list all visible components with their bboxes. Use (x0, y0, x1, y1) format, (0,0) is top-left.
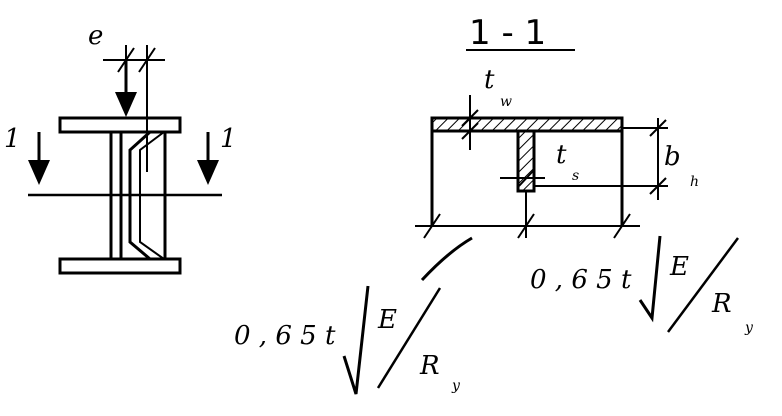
formula-right-den-sub: y (744, 320, 754, 336)
formula-left: 0 , 6 5 t E R y (234, 285, 461, 395)
ts-label: t (556, 140, 567, 170)
formula-right-num: E (669, 252, 689, 282)
bottom-tick-1 (423, 213, 441, 239)
eccentricity-label: e (88, 21, 103, 51)
formula-right-radical (638, 235, 662, 323)
stiffener-hatched (516, 129, 536, 193)
bottom-tick-3 (613, 213, 631, 239)
formula-right: 0 , 6 5 t E R y (530, 235, 754, 336)
leader-stroke (420, 236, 473, 282)
beam-elevation (28, 45, 222, 275)
section-mark-right: 1 (220, 124, 237, 154)
formula-right-coef: 0 , 6 5 t (530, 265, 632, 295)
formula-right-slash (666, 237, 740, 333)
section-1-1 (415, 95, 668, 282)
formula-right-den: R (711, 289, 732, 319)
section-title: 1 - 1 (469, 13, 546, 53)
section-arrow-right-head (197, 160, 219, 185)
section-mark-left: 1 (4, 124, 21, 154)
bh-tick-2 (649, 177, 667, 195)
ts-tick (518, 169, 535, 187)
formula-left-slash (376, 287, 442, 389)
formula-left-radical (342, 285, 370, 395)
formula-left-den-sub: y (451, 378, 461, 394)
formula-left-num: E (377, 305, 397, 335)
top-flange (58, 116, 182, 134)
plate-hatched (430, 116, 624, 133)
tw-sub: w (500, 94, 512, 110)
ts-sub: s (572, 168, 579, 184)
bh-tick-1 (649, 119, 667, 137)
section-arrow-left-head (28, 160, 50, 185)
tw-label: t (484, 65, 495, 95)
tw-tick-1 (461, 109, 479, 127)
bottom-flange (58, 257, 182, 275)
bh-sub: h (690, 174, 699, 190)
tw-tick-2 (461, 122, 479, 140)
load-arrow-head (115, 92, 137, 117)
ecc-tick-right (138, 47, 156, 73)
bh-label: b (664, 142, 681, 172)
formula-left-den: R (419, 351, 440, 381)
bottom-tick-2 (517, 213, 535, 239)
formula-left-coef: 0 , 6 5 t (234, 321, 336, 351)
